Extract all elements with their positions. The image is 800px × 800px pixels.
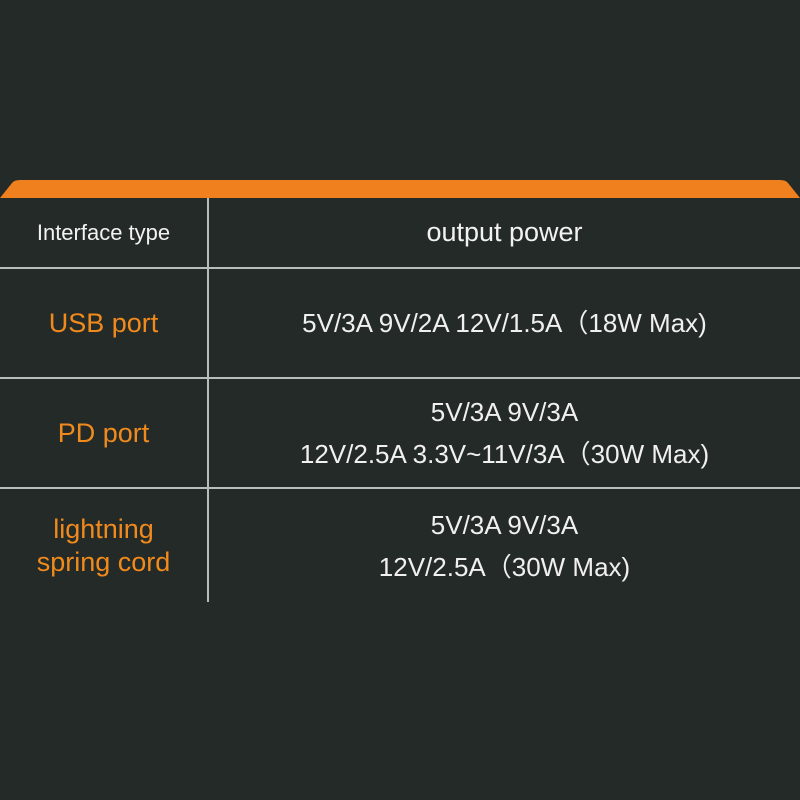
row-divider [0, 267, 800, 269]
header-interface-type: Interface type [36, 219, 171, 245]
row-usb-value-cell: 5V/3A 9V/2A 12V/1.5A（18W Max) [209, 269, 800, 377]
row-lightning-label-line-2: spring cord [36, 546, 171, 577]
row-divider [0, 487, 800, 489]
row-pd-label: PD port [57, 417, 150, 448]
row-usb-label: USB port [48, 307, 159, 338]
row-lightning-label-line-1: lightning [53, 513, 154, 544]
table-top-accent-bar [0, 180, 800, 198]
spec-table: Interface type output power USB port 5V/… [0, 180, 800, 602]
row-usb-value: 5V/3A 9V/2A 12V/1.5A（18W Max) [302, 308, 707, 338]
row-pd-value-line-1: 5V/3A 9V/3A [430, 397, 579, 427]
row-lightning-value-line-1: 5V/3A 9V/3A [430, 509, 579, 540]
row-lightning-value-cell: 5V/3A 9V/3A 12V/2.5A（30W Max) [209, 489, 800, 602]
row-pd-value-line-2: 12V/2.5A 3.3V~11V/3A（30W Max) [299, 439, 710, 469]
row-pd-value-cell: 5V/3A 9V/3A 12V/2.5A 3.3V~11V/3A（30W Max… [209, 379, 800, 487]
row-usb-label-cell: USB port [0, 269, 207, 377]
row-divider [0, 377, 800, 379]
accent-bar-shape [0, 180, 800, 198]
header-cell-interface: Interface type [0, 198, 207, 267]
row-lightning-value-line-2: 12V/2.5A（30W Max) [378, 551, 631, 582]
row-pd-label-cell: PD port [0, 379, 207, 487]
header-output-power: output power [426, 217, 583, 247]
row-lightning-label-cell: lightning spring cord [0, 489, 207, 602]
header-cell-output: output power [209, 198, 800, 267]
column-divider [207, 198, 209, 602]
